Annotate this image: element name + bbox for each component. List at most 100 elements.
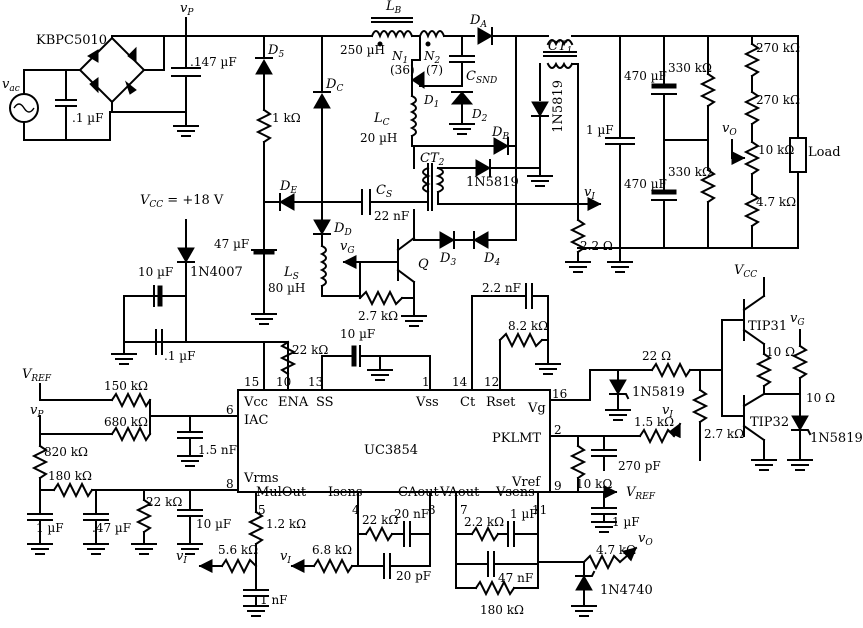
pinname-vaout: VAout — [440, 485, 480, 500]
timing-network — [471, 283, 561, 391]
label-d2: D2 — [472, 107, 488, 124]
label-1n4740: 1N4740 — [600, 583, 653, 598]
label-1n5819-ct1: 1N5819 — [551, 80, 566, 133]
pinname-vss: Vss — [416, 395, 439, 410]
label-vac: vac — [2, 77, 20, 94]
d5-branch — [251, 35, 277, 325]
label-vo-b: vO — [638, 531, 653, 548]
label-ls: LS — [284, 265, 299, 282]
pinname-rset: Rset — [486, 395, 516, 410]
label-r27k: 2.7 kΩ — [358, 309, 399, 323]
vref-output — [549, 485, 618, 533]
label-n1: N1 — [392, 49, 409, 66]
label-r150k: 150 kΩ — [104, 379, 148, 393]
pin-10: 10 — [276, 375, 292, 389]
uc3854-ic — [237, 389, 551, 493]
label-r68k: 6.8 kΩ — [312, 543, 353, 557]
label-vref-r: VREF — [626, 485, 655, 502]
label-vi: vI — [584, 185, 595, 202]
label-vp-l: vP — [30, 403, 44, 420]
label-vi-l: vI — [176, 549, 187, 566]
pin-11: 11 — [532, 503, 548, 517]
d3-d4-diodes — [413, 231, 517, 249]
label-r22k-m: 22 kΩ — [362, 513, 399, 527]
label-d4: D4 — [484, 251, 501, 268]
pinname-isens: Isens — [328, 485, 363, 500]
label-vi-r: vI — [662, 403, 673, 420]
label-tip31: TIP31 — [748, 319, 788, 334]
label-r10ohm-b: 10 Ω — [806, 391, 836, 405]
label-vg: vG — [340, 239, 355, 256]
label-1n4007: 1N4007 — [190, 265, 243, 280]
label-vi-m: vI — [280, 549, 291, 566]
label-cs: CS — [376, 183, 393, 200]
label-r330b: 330 kΩ — [668, 165, 712, 179]
pinname-pklmt: PKLMT — [492, 431, 542, 446]
label-c15nf: 1.5 nF — [198, 443, 237, 457]
label-da: DA — [470, 13, 487, 30]
label-c47: 47 µF — [214, 237, 250, 251]
label-csnd: CSND — [466, 69, 498, 86]
d1-diode — [411, 71, 425, 89]
label-n1-ind: 250 µH — [340, 43, 385, 57]
label-d1: D1 — [424, 93, 440, 110]
label-ct1: CT1 — [548, 39, 573, 56]
label-c10uf-ss: 10 µF — [340, 327, 376, 341]
pin-13: 13 — [308, 375, 324, 389]
label-d5: D5 — [268, 43, 285, 60]
label-r27k-g: 2.7 kΩ — [704, 427, 745, 441]
label-c1uf-out: 1 µF — [586, 123, 614, 137]
label-vp-top: vP — [180, 1, 194, 18]
label-lb: LB — [386, 0, 402, 16]
de-diode — [263, 189, 429, 215]
cap-147nf — [171, 35, 201, 137]
label-r270b: 270 kΩ — [756, 93, 800, 107]
label-r10ohm-a: 10 Ω — [766, 345, 796, 359]
label-dd: DD — [334, 221, 352, 238]
label-n2-turns: (7) — [426, 63, 443, 77]
dc-branch — [313, 35, 361, 297]
label-c270pf: 270 pF — [618, 459, 661, 473]
pin-14: 14 — [452, 375, 468, 389]
label-ls-val: 80 µH — [268, 281, 306, 295]
label-c1uf-v: 1 µF — [510, 507, 538, 521]
label-vcc: VCC = +18 V — [140, 193, 224, 210]
label-r22ohm: 2.2 Ω — [580, 239, 613, 253]
label-bridge: KBPC5010 — [36, 33, 108, 48]
csnd-cap — [419, 35, 475, 135]
pin-2: 2 — [554, 423, 562, 437]
pinname-caout: CAout — [398, 485, 439, 500]
vrms-network — [27, 433, 239, 555]
label-vo: vO — [722, 121, 737, 138]
label-r22k-v: 2.2 kΩ — [464, 515, 505, 529]
label-r22ohm-g: 22 Ω — [642, 349, 672, 363]
label-db: DB — [492, 125, 510, 142]
pklmt-network — [549, 422, 682, 493]
label-de: DE — [280, 179, 298, 196]
label-c147: .147 µF — [190, 55, 237, 69]
pinname-ena: ENA — [278, 395, 309, 410]
label-r22k-top: 22 kΩ — [292, 343, 329, 357]
label-r10k-p: 10 kΩ — [576, 477, 613, 491]
pinname-ss: SS — [316, 395, 334, 410]
label-ct2: CT2 — [420, 151, 445, 168]
label-d3: D3 — [440, 251, 457, 268]
pinname-iac: IAC — [244, 413, 269, 428]
current-amp-network — [290, 491, 431, 579]
label-c470b: 470 µF — [624, 177, 667, 191]
pinname-vrms: Vrms — [244, 471, 279, 486]
voltage-amp-network — [455, 491, 638, 617]
label-r10k-pot: 10 kΩ — [758, 143, 795, 157]
label-c047: .47 µF — [92, 521, 132, 535]
ic-name: UC3854 — [364, 443, 418, 458]
label-vg-r: vG — [790, 311, 805, 328]
ct1-transformer — [527, 35, 799, 273]
label-r180k-v: 180 kΩ — [480, 603, 524, 617]
pin-7: 7 — [460, 503, 468, 517]
label-n1-turns: (36) — [390, 63, 415, 77]
label-dc: DC — [326, 77, 344, 94]
ena-network — [263, 340, 297, 391]
pin-5: 5 — [258, 503, 266, 517]
label-r180k: 180 kΩ — [48, 469, 92, 483]
